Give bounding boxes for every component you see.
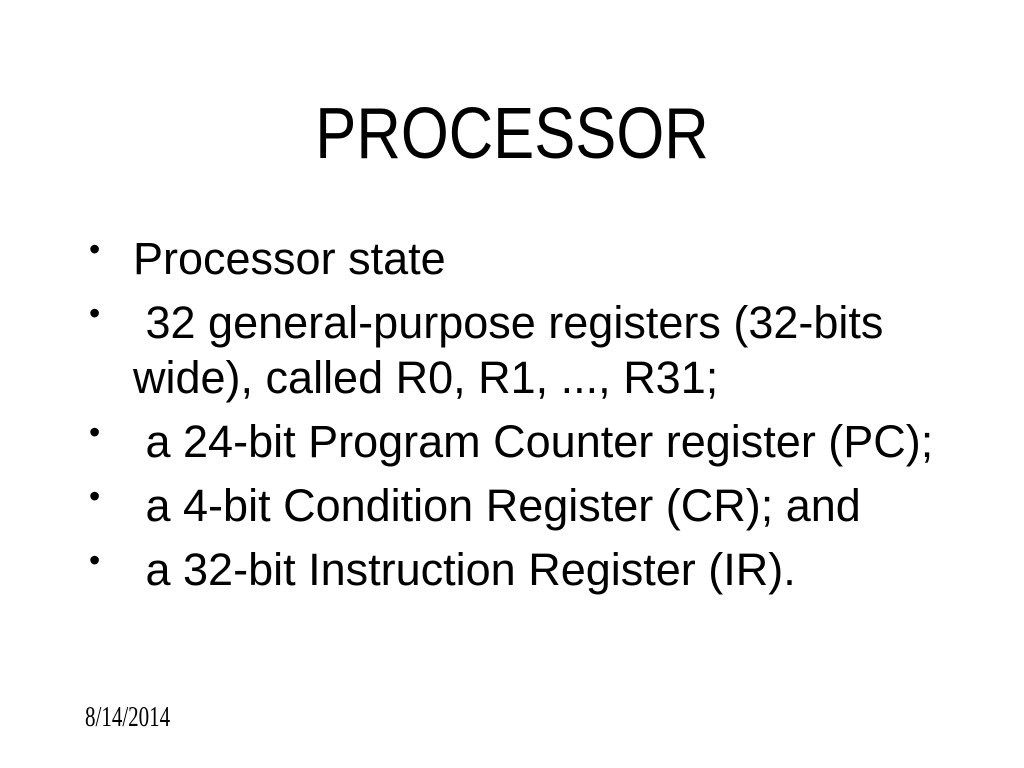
bullet-item-general-purpose-registers: • 32 general-purpose registers (32-bits … xyxy=(80,295,980,405)
bullet-list: • Processor state • 32 general-purpose r… xyxy=(80,231,980,606)
slide-title: PROCESSOR xyxy=(315,94,709,174)
bullet-item-instruction-register: • a 32-bit Instruction Register (IR). xyxy=(80,542,980,597)
bullet-icon: • xyxy=(89,295,101,331)
bullet-item-processor-state: • Processor state xyxy=(80,231,980,286)
bullet-text: Processor state xyxy=(133,233,446,284)
bullet-icon: • xyxy=(89,542,101,578)
bullet-icon: • xyxy=(89,231,101,267)
bullet-item-condition-register: • a 4-bit Condition Register (CR); and xyxy=(80,478,980,533)
bullet-text: 32 general-purpose registers (32-bits wi… xyxy=(133,297,884,403)
bullet-icon: • xyxy=(89,414,101,450)
bullet-text: a 4-bit Condition Register (CR); and xyxy=(133,480,861,531)
bullet-item-program-counter: • a 24-bit Program Counter register (PC)… xyxy=(80,414,980,469)
bullet-text: a 32-bit Instruction Register (IR). xyxy=(133,544,796,595)
bullet-text: a 24-bit Program Counter register (PC); xyxy=(133,416,934,467)
bullet-icon: • xyxy=(89,478,101,514)
slide-date: 8/14/2014 xyxy=(85,702,171,733)
